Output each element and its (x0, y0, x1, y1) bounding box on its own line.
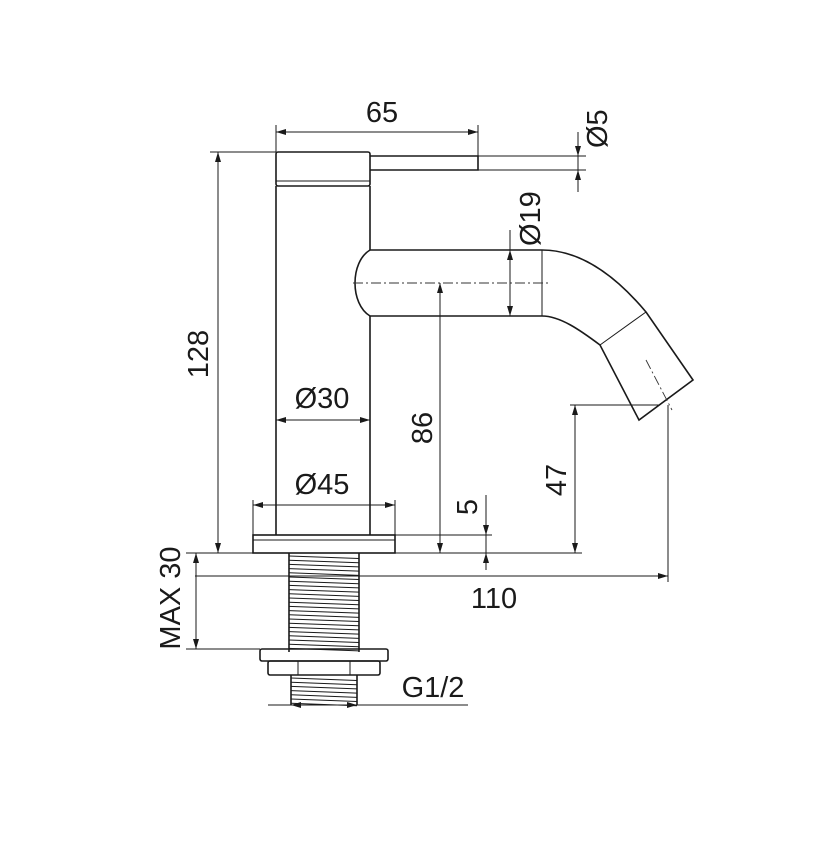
label-base-thickness: 5 (452, 499, 484, 515)
label-spout-axis-height: 86 (407, 412, 439, 444)
spout (370, 249, 695, 422)
label-lever-diameter: Ø5 (582, 109, 614, 148)
outlet-centerline (645, 359, 673, 411)
faucet-body (252, 151, 695, 707)
label-total-height: 128 (183, 330, 215, 378)
connection-thread (290, 675, 358, 707)
washer (259, 648, 389, 662)
label-spout-length: 65 (366, 97, 398, 129)
label-base-diameter: Ø45 (295, 469, 350, 501)
label-spout-diameter: Ø19 (515, 191, 547, 246)
label-reach: 110 (471, 583, 517, 615)
label-outlet-height: 47 (541, 464, 573, 496)
dimension-lines (186, 125, 669, 708)
threaded-shank (288, 553, 360, 652)
vertical-body (275, 186, 371, 535)
label-thread: G1/2 (402, 672, 465, 704)
mounting-nut (267, 660, 381, 676)
lever-rod (370, 155, 479, 171)
label-max-deck-thickness: MAX 30 (155, 546, 187, 649)
label-body-diameter: Ø30 (295, 383, 350, 415)
handle-cap (275, 151, 371, 187)
base-plate (252, 534, 396, 554)
